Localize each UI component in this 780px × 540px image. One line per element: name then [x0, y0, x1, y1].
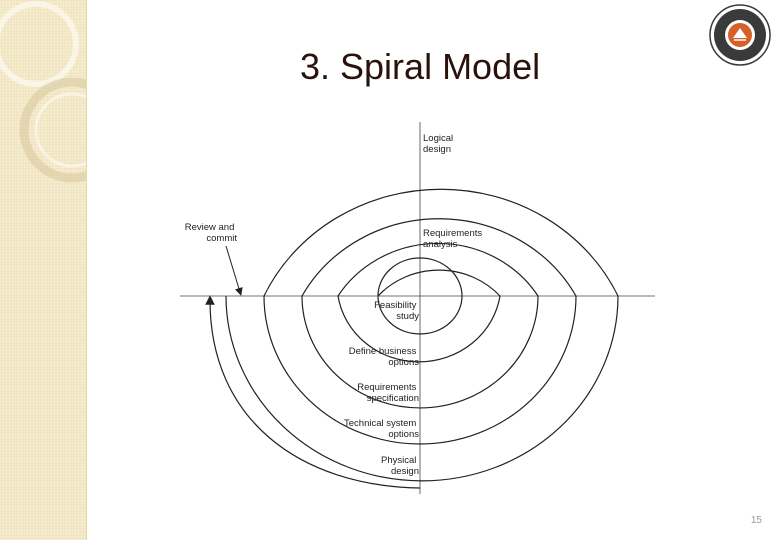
label-requirements-specification: Requirements specification	[357, 382, 419, 404]
decorative-side-band	[0, 0, 87, 540]
slide-title: 3. Spiral Model	[300, 46, 541, 87]
university-logo	[709, 4, 771, 66]
review-arc	[205, 295, 421, 489]
label-requirements-analysis: Requirements analysis	[423, 228, 485, 250]
spiral-path	[225, 188, 619, 482]
label-define-business-options: Define business options	[349, 346, 419, 368]
label-physical-design: Physical design	[381, 455, 419, 477]
label-logical-design: Logical design	[423, 133, 456, 155]
label-technical-system-options: Technical system options	[344, 418, 419, 440]
decorative-rings	[0, 1, 86, 183]
page-number: 15	[750, 515, 762, 526]
label-review-commit: Review and commit	[185, 222, 238, 244]
review-commit-arrow	[225, 245, 243, 296]
label-feasibility-study: Feasibility study	[374, 300, 419, 322]
